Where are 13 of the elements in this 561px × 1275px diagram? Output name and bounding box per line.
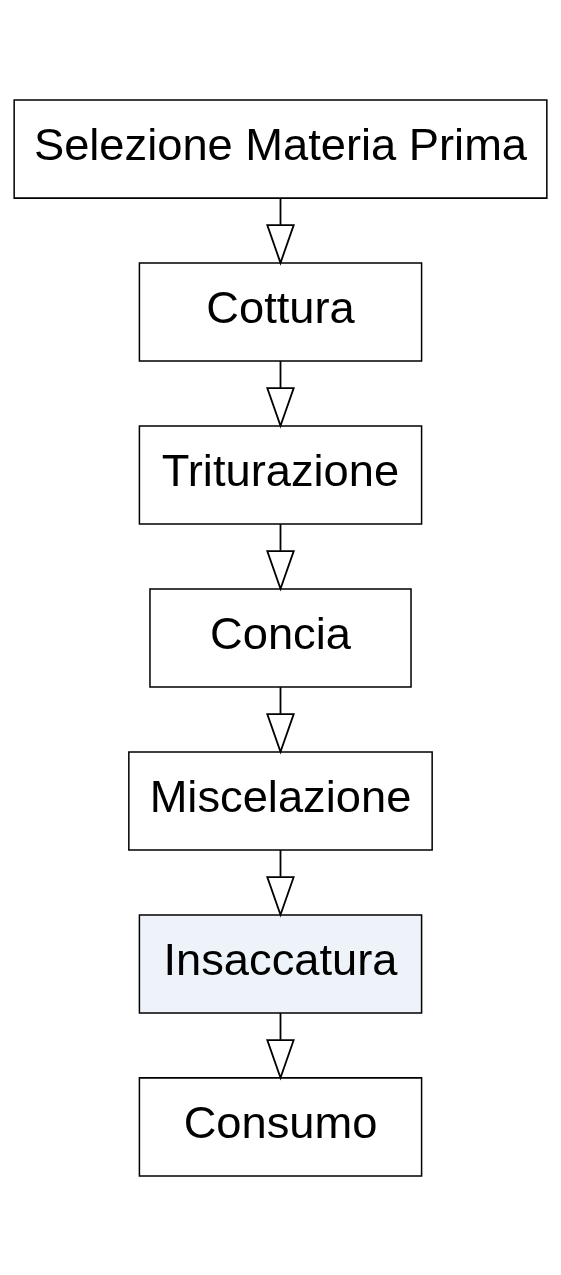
arrow (266, 359, 295, 429)
node-box: Selezione Materia Prima (13, 98, 548, 199)
arrow (266, 196, 295, 266)
arrow (266, 522, 295, 592)
arrow (266, 1011, 295, 1080)
node-box: Miscelazione (128, 750, 433, 851)
node-box: Triturazione (138, 424, 423, 525)
node-box: Concia (149, 587, 412, 688)
node-box: Cottura (138, 261, 423, 362)
node-box: Consumo (138, 1076, 423, 1177)
arrow (266, 685, 295, 755)
node-box: Insaccatura (138, 913, 423, 1014)
arrow (266, 848, 295, 917)
